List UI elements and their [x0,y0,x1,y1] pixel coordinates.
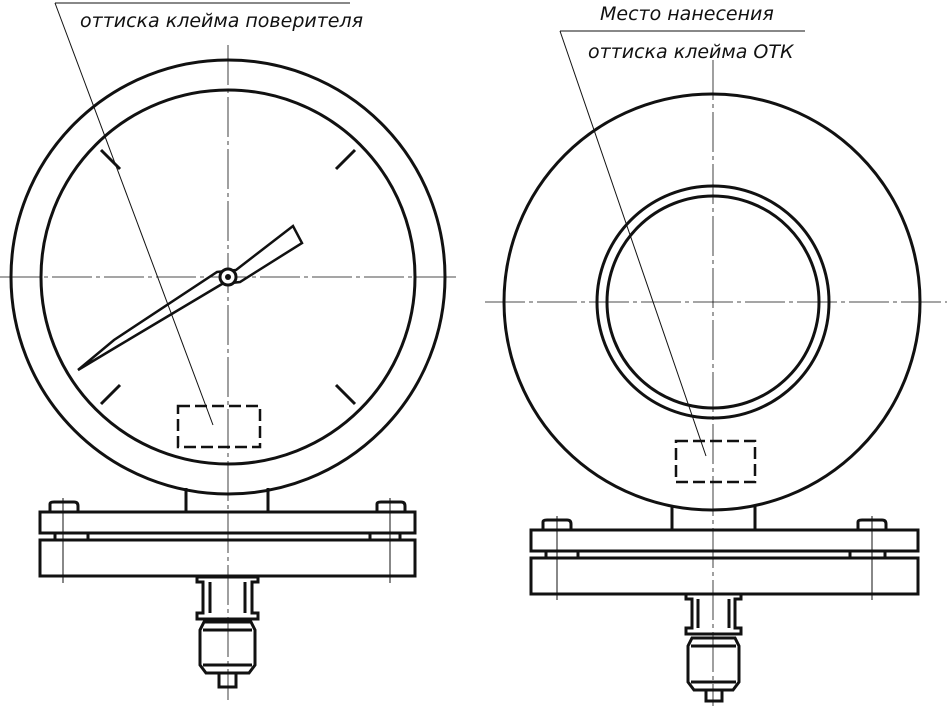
union-nut [198,620,257,675]
gauge-rear-view: Место нанесения оттиска клейма ОТК [485,3,947,706]
flange-lower [38,538,417,578]
stamp-area-otk [674,439,757,484]
leader-line-left [54,2,214,426]
gasket-right [544,551,887,558]
gauge-front-view: оттиска клейма поверителя [0,2,456,700]
flange-lower-right [529,556,920,596]
label-verifier-stamp: оттиска клейма поверителя [80,10,363,32]
leader-line-right [559,30,707,457]
pointer-needle [77,224,304,372]
stem-right [670,506,757,530]
fitting-body-right [684,592,743,636]
scale-ticks [99,148,357,406]
union-nut-right [686,636,741,692]
bolt-head-right [375,500,407,512]
bolt-head-left [48,500,80,512]
label-otk-stamp: оттиска клейма ОТК [588,41,795,63]
gasket [53,533,402,540]
stem [184,488,270,512]
stamp-area-verifier [176,404,262,449]
nipple-tip [217,671,238,689]
flange-upper [38,510,417,535]
flange-upper-right [529,528,920,553]
fitting-body [195,575,260,621]
label-place-of: Место нанесения [600,3,774,25]
nipple-tip-right [704,688,724,703]
